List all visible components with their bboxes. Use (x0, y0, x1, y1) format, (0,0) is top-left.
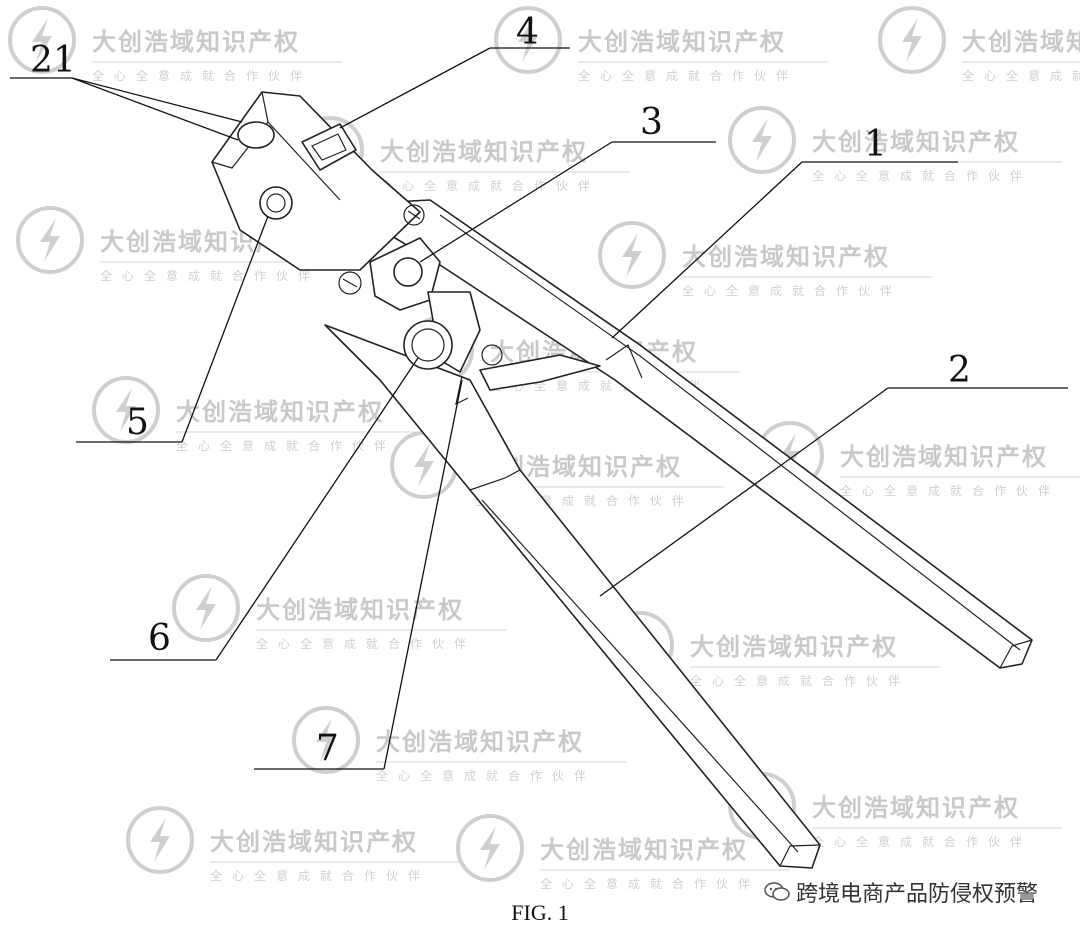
leader-lines (10, 47, 1068, 770)
watermark-subtext: 全心全意成就合作伙伴 (256, 636, 476, 651)
watermark-stamp: 大创浩域知识产权 全心全意成就合作伙伴 (92, 376, 426, 453)
watermark-subtext: 全心全意成就合作伙伴 (92, 68, 312, 83)
main-pivot (403, 320, 453, 370)
ratchet-linkage (369, 237, 601, 406)
watermark-stamp: 大创浩域知识产权 全心全意成就合作伙伴 (8, 6, 342, 83)
figure-caption: FIG. 1 (511, 900, 569, 925)
leader-1 (611, 161, 803, 339)
watermark-subtext: 全心全意成就合作伙伴 (380, 178, 600, 193)
watermark-text: 大创浩域知识产权 (962, 27, 1080, 56)
wechat-icon (764, 882, 790, 901)
watermark-stamp: 大创浩域知识产权 全心全意成就合作伙伴 (494, 6, 828, 83)
watermark-text: 大创浩域知识产权 (376, 727, 584, 756)
head-pivot (259, 186, 293, 220)
watermark-subtext: 全心全意成就合作伙伴 (962, 68, 1080, 83)
watermark-stamp: 大创浩域知识产权 全心全意成就合作伙伴 (456, 814, 790, 891)
watermark-text: 大创浩域知识产权 (840, 442, 1048, 471)
watermark-stamp: 大创浩域知识产权 全心全意成就合作伙伴 (756, 421, 1080, 498)
watermark-text: 大创浩域知识产权 (812, 127, 1020, 156)
ref-numeral-6: 6 (148, 618, 171, 659)
ref-numeral-5: 5 (126, 402, 149, 443)
watermark-stamp: 大创浩域知识产权 全心全意成就合作伙伴 (728, 772, 1062, 849)
watermark-stamp: 大创浩域知识产权 全心全意成就合作伙伴 (598, 221, 932, 298)
ref-numeral-1: 1 (864, 124, 887, 165)
watermark-logo-icon (456, 814, 524, 882)
watermark-stamp: 大创浩域知识产权 全心全意成就合作伙伴 (126, 806, 460, 883)
watermark-text: 大创浩域知识产权 (682, 242, 890, 271)
watermark-logo-icon (598, 221, 666, 289)
watermark-subtext: 全心全意成就合作伙伴 (376, 768, 596, 783)
watermark-text: 大创浩域知识产权 (578, 27, 786, 56)
watermark-subtext: 全心全意成就合作伙伴 (682, 283, 902, 298)
upper-handle (339, 199, 1033, 669)
watermark-text: 大创浩域知识产权 (92, 27, 300, 56)
watermark-layer: 大创浩域知识产权 全心全意成就合作伙伴 大创浩域知识产权 全心全意成就合作伙伴 … (8, 6, 1080, 891)
leader-21-b (71, 77, 239, 141)
watermark-subtext: 全心全意成就合作伙伴 (578, 68, 798, 83)
watermark-text: 大创浩域知识产权 (256, 595, 464, 624)
ref-numeral-21: 21 (30, 40, 76, 81)
leader-4 (339, 47, 491, 129)
watermark-logo-icon (16, 206, 84, 274)
watermark-text: 大创浩域知识产权 (380, 137, 588, 166)
watermark-stamp: 大创浩域知识产权 全心全意成就合作伙伴 (606, 611, 940, 688)
watermark-subtext: 全心全意成就合作伙伴 (100, 268, 320, 283)
watermark-text: 大创浩域知识产权 (540, 835, 748, 864)
watermark-stamp: 大创浩域知识产权 全心全意成就合作伙伴 (172, 574, 506, 651)
watermark-text: 大创浩域知识产权 (690, 632, 898, 661)
leader-6 (215, 357, 419, 661)
watermark-stamp: 大创浩域知识产权 全心全意成就合作伙伴 (878, 6, 1080, 83)
watermark-stamp: 大创浩域知识产权 全心全意成就合作伙伴 (728, 106, 1062, 183)
channel-tag: 跨境电商产品防侵权预警 (757, 874, 1044, 910)
ref-numeral-4: 4 (516, 12, 539, 53)
leader-7 (383, 379, 463, 770)
watermark-subtext: 全心全意成就合作伙伴 (812, 834, 1032, 849)
leader-5 (181, 215, 269, 443)
ref-numeral-7: 7 (316, 728, 339, 769)
watermark-text: 大创浩域知识产权 (812, 793, 1020, 822)
watermark-subtext: 全心全意成就合作伙伴 (210, 868, 430, 883)
watermark-subtext: 全心全意成就合作伙伴 (540, 876, 760, 891)
leader-21-a (71, 77, 243, 123)
ref-numeral-3: 3 (640, 102, 663, 143)
watermark-logo-icon (126, 806, 194, 874)
leader-3 (419, 141, 613, 263)
watermark-logo-icon (878, 6, 946, 74)
watermark-subtext: 全心全意成就合作伙伴 (840, 483, 1060, 498)
watermark-stamp: 大创浩域知识产权 全心全意成就合作伙伴 (292, 706, 626, 783)
reference-numerals: 21 4 3 1 2 5 6 7 (30, 12, 971, 769)
watermark-text: 大创浩域知识产权 (210, 827, 418, 856)
watermark-subtext: 全心全意成就合作伙伴 (812, 168, 1032, 183)
channel-name: 跨境电商产品防侵权预警 (795, 882, 1038, 907)
cable-hole (237, 121, 275, 149)
watermark-logo-icon (728, 106, 796, 174)
watermark-text: 大创浩域知识产权 (176, 397, 384, 426)
lower-handle (324, 324, 821, 869)
leader-2 (599, 387, 889, 597)
ref-numeral-2: 2 (948, 350, 971, 391)
watermark-subtext: 全心全意成就合作伙伴 (176, 438, 396, 453)
watermark-logo-icon (172, 574, 240, 642)
watermark-subtext: 全心全意成就合作伙伴 (690, 673, 910, 688)
